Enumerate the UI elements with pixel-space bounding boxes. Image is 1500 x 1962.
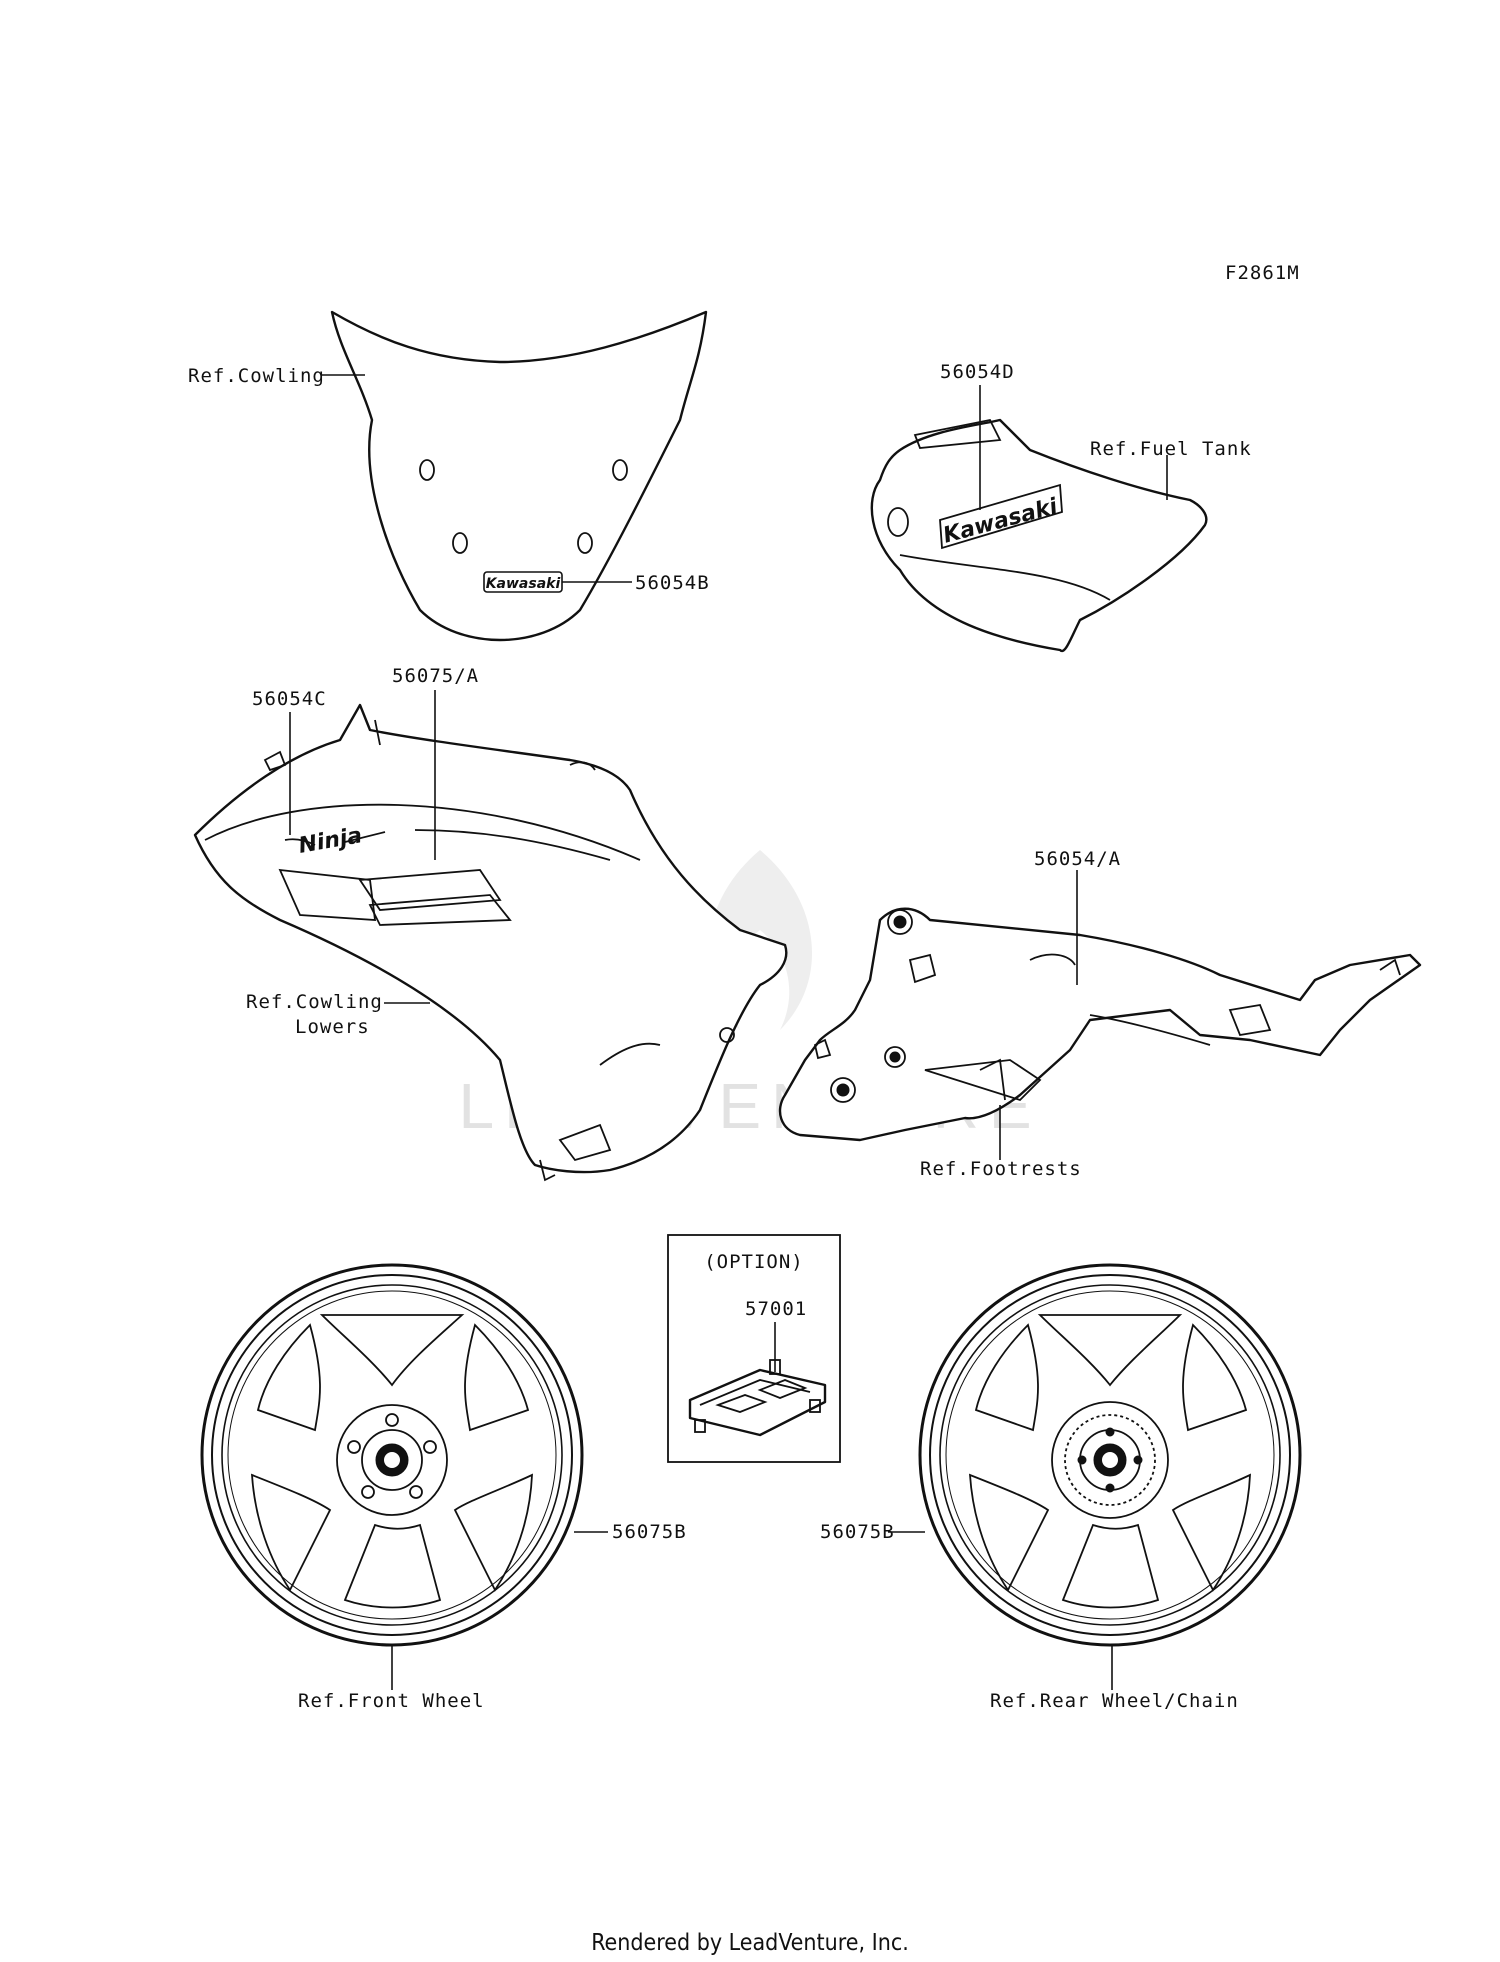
ref-cowling-lowers-label-2: Lowers — [295, 1016, 370, 1038]
part-56054a-label: 56054/A — [1034, 848, 1121, 870]
ref-cowling-callout[interactable]: Ref.Cowling — [188, 365, 365, 387]
part-56054c-label: 56054C — [252, 688, 327, 710]
cowling-lower-part[interactable]: Ninja — [193, 703, 788, 1182]
part-56054d-callout[interactable]: 56054D — [940, 361, 1015, 510]
ref-cowling-label: Ref.Cowling — [188, 365, 325, 387]
ref-front-wheel-callout[interactable]: Ref.Front Wheel — [298, 1645, 485, 1712]
rear-wheel-part[interactable] — [918, 1263, 1302, 1647]
option-box[interactable]: (OPTION) 57001 — [667, 1234, 841, 1463]
windscreen-logo-text: Kawasaki — [486, 576, 561, 592]
ref-cowling-lowers-callout[interactable]: Ref.Cowling Lowers — [246, 991, 430, 1038]
ref-footrests-callout[interactable]: Ref.Footrests — [920, 1105, 1082, 1180]
part-56075a-callout[interactable]: 56075/A — [392, 665, 479, 860]
option-label: (OPTION) — [704, 1251, 804, 1273]
ref-footrests-label: Ref.Footrests — [920, 1158, 1082, 1180]
part-56054c-callout[interactable]: 56054C — [252, 688, 327, 835]
ref-rear-wheel-callout[interactable]: Ref.Rear Wheel/Chain — [990, 1645, 1239, 1712]
windscreen-part[interactable]: Kawasaki — [330, 310, 708, 642]
part-56054a-callout[interactable]: 56054/A — [1034, 848, 1121, 985]
part-56054b-label: 56054B — [635, 572, 710, 594]
part-56075b-rear-callout[interactable]: 56075B — [820, 1521, 925, 1543]
part-56075b-front-callout[interactable]: 56075B — [574, 1521, 687, 1543]
ref-fuel-tank-label: Ref.Fuel Tank — [1090, 438, 1252, 460]
figure-code: F2861M — [1225, 262, 1300, 284]
frame-bracket-part[interactable] — [778, 907, 1422, 1142]
part-56075a-label: 56075/A — [392, 665, 479, 687]
part-56054b-callout[interactable]: 56054B — [562, 572, 710, 594]
fuel-tank-part[interactable]: Kawasaki — [870, 418, 1208, 653]
footer-credit: Rendered by LeadVenture, Inc. — [591, 1930, 909, 1956]
ref-rear-wheel-label: Ref.Rear Wheel/Chain — [990, 1690, 1239, 1712]
ref-front-wheel-label: Ref.Front Wheel — [298, 1690, 485, 1712]
front-wheel-part[interactable] — [200, 1263, 584, 1647]
part-56054d-label: 56054D — [940, 361, 1015, 383]
part-56075b-front-label: 56075B — [612, 1521, 687, 1543]
part-56075b-rear-label: 56075B — [820, 1521, 895, 1543]
ref-fuel-tank-callout[interactable]: Ref.Fuel Tank — [1090, 438, 1252, 500]
part-57001-label: 57001 — [745, 1298, 807, 1320]
ref-cowling-lowers-label-1: Ref.Cowling — [246, 991, 383, 1013]
